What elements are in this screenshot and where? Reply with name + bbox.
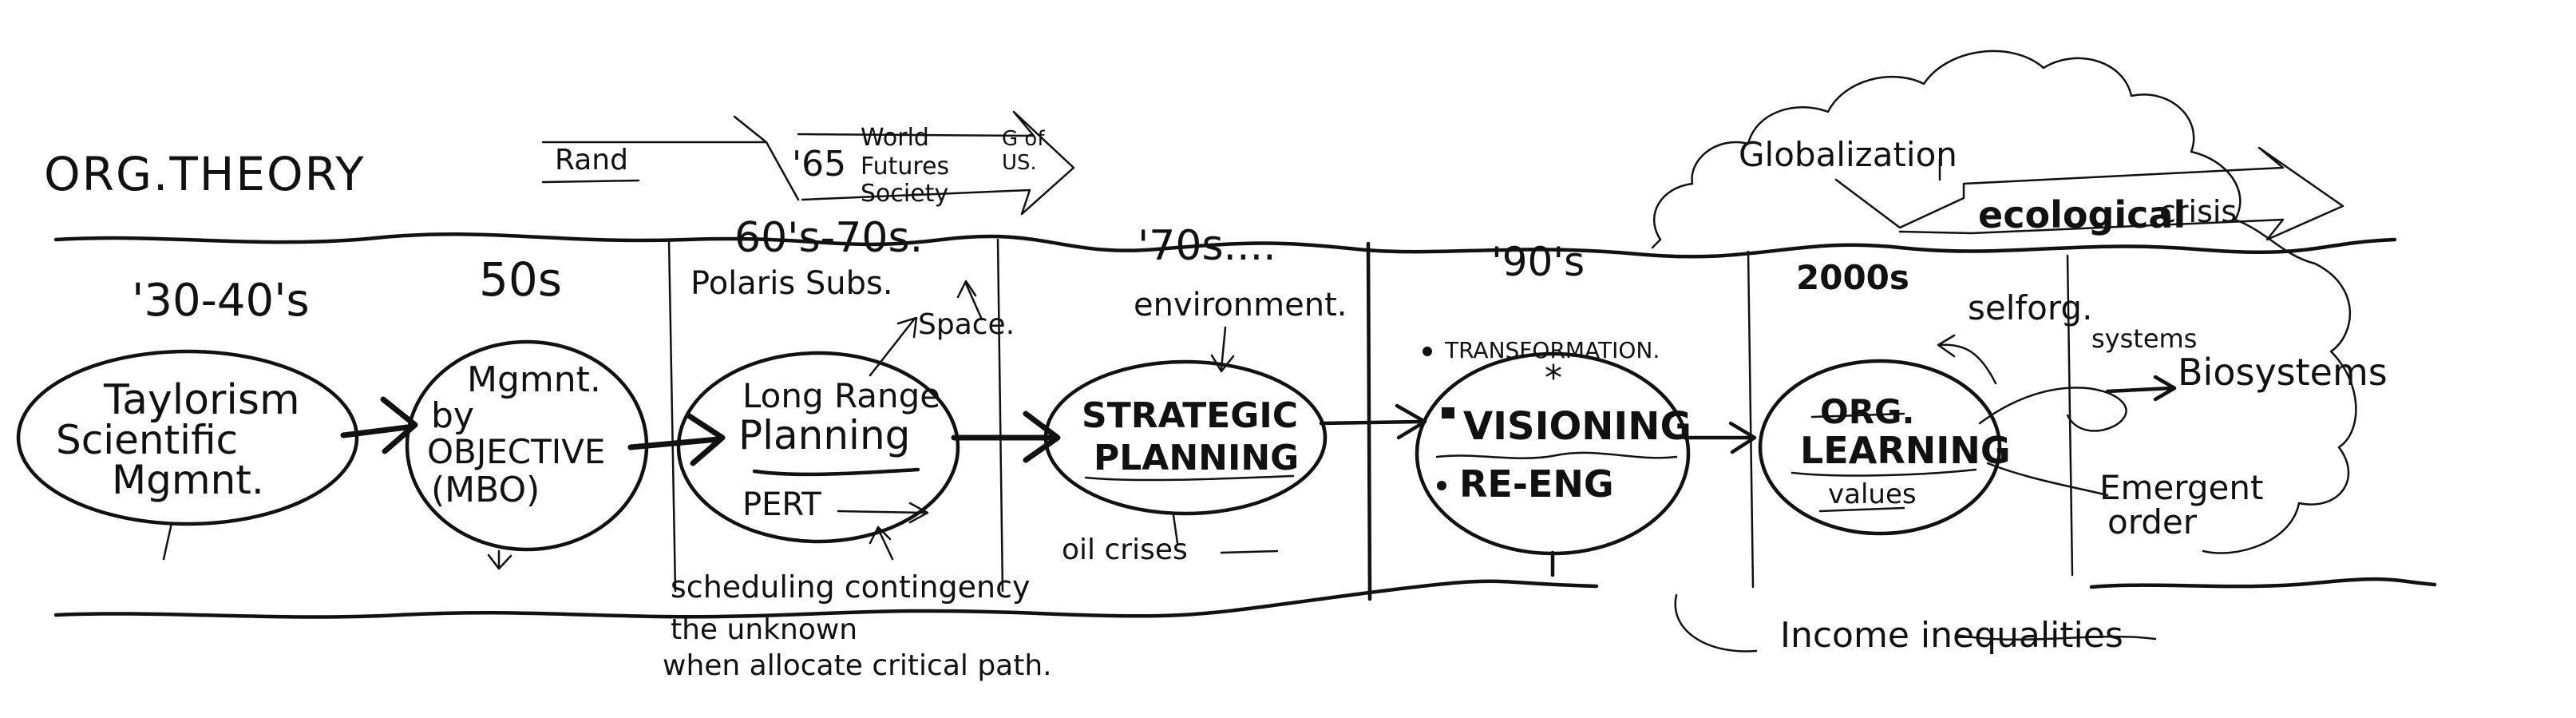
polaris-label: Polaris Subs. (690, 265, 893, 302)
arrow-mbo-to-longrange (627, 412, 726, 466)
era-label-1970s: '70s.... (1138, 222, 1276, 270)
arrow-taylorism-to-mbo (340, 396, 418, 454)
divider-2 (996, 238, 1004, 593)
strategic-underline (1084, 474, 1295, 482)
values-underline (1818, 506, 1905, 513)
divider-4 (1747, 250, 1755, 589)
crisis-arrow-outline (1834, 146, 2345, 241)
emergent-line-1: Emergent (2099, 468, 2263, 507)
selforg-label: selforg. (1968, 288, 2092, 327)
rand-arrow (541, 115, 800, 201)
taylorism-line-2: Scientific (56, 417, 238, 463)
node-strategic (1043, 359, 1328, 516)
cloud-right-edge (2202, 262, 2357, 554)
divider-1 (667, 238, 677, 593)
page-title: ORG.THEORY (44, 147, 366, 201)
longrange-line-1: Long Range (742, 376, 940, 415)
longrange-line-2: Planning (738, 412, 910, 458)
income-brace (1674, 593, 2157, 653)
arrow-longrange-to-strategic (951, 411, 1061, 463)
future-arrow-outline (797, 110, 1075, 216)
mbo-line-1: Mgmnt. (467, 359, 601, 400)
mbo-down-arrow (487, 549, 512, 570)
biosystems-label: Biosystems (2178, 351, 2388, 394)
mbo-line-2: by (431, 395, 474, 436)
crisis-label: crisis (2159, 194, 2237, 229)
scheduling-line-2: the unknown (671, 613, 857, 646)
biosystems-arrow (2105, 375, 2177, 402)
values-label: values (1828, 478, 1917, 510)
year-65-label: '65 (792, 144, 846, 184)
node-taylorism (16, 349, 359, 526)
scheduling-line-3: when allocate critical path. (663, 649, 1052, 682)
emergent-line-2: order (2107, 502, 2198, 541)
wfs-line-2: Futures (861, 153, 949, 180)
taylorism-tail (162, 522, 173, 561)
environment-label: environment. (1134, 287, 1347, 323)
orglearning-line-1: ORG. (1820, 392, 1914, 431)
selforg-arrow (1937, 334, 1997, 385)
node-long-range (676, 351, 960, 544)
polaris-arrow (956, 280, 983, 321)
learning-underline (1791, 468, 1977, 477)
visioning-underline (1435, 451, 1678, 459)
timeline-bottom-rule-right (2089, 577, 2437, 589)
oil-crises-arrow (1172, 514, 1279, 554)
oil-crises-label: oil crises (1062, 534, 1188, 566)
longrange-up-arrow (869, 526, 894, 561)
era-label-1990s: '90's (1491, 239, 1585, 285)
visioning-bullet (1442, 407, 1454, 419)
gofus-line-2: US. (1002, 151, 1037, 175)
wfs-line-1: World (861, 124, 929, 152)
era-label-1960s: 60's-70s. (734, 214, 923, 262)
scheduling-line-1: scheduling contingency (671, 569, 1031, 605)
arrow-strategic-to-visioning (1319, 403, 1427, 440)
orglearning-line-2: LEARNING (1800, 429, 2011, 472)
systems-label: systems (2091, 323, 2197, 354)
strategic-line-1: STRATEGIC (1082, 395, 1298, 436)
wfs-line-3: Society (861, 180, 948, 208)
pert-arrow (837, 502, 929, 524)
taylorism-line-1: Taylorism (103, 376, 300, 424)
mbo-line-4: (MBO) (431, 470, 540, 510)
reeng-bullet (1437, 481, 1446, 490)
era-label-1950s: 50s (479, 252, 562, 307)
transformation-bullet (1423, 347, 1432, 356)
era-label-1930s: '30-40's (132, 275, 310, 327)
emergent-arrow (1986, 462, 2109, 497)
asterisk-icon: * (1545, 358, 1562, 399)
gofus-line-1: G of (1002, 127, 1045, 151)
era-label-2000s: 2000s (1796, 258, 1909, 297)
visioning-label: VISIONING (1463, 404, 1692, 449)
org-strike (1810, 412, 1905, 419)
space-arrow (869, 316, 918, 377)
node-org-learning (1758, 359, 2002, 536)
self-loop (1978, 387, 2127, 432)
globalization-label: Globalization (1739, 135, 1957, 174)
reeng-label: RE-ENG (1459, 462, 1614, 506)
longrange-underline (752, 467, 920, 477)
timeline-bottom-rule (53, 579, 1599, 619)
income-label: Income inequalities (1780, 615, 2123, 656)
transformation-label: TRANSFORMATION. (1444, 337, 1660, 363)
divider-5 (2066, 254, 2074, 577)
arrow-visioning-to-orglearning (1682, 421, 1757, 454)
mbo-line-3: OBJECTIVE (427, 432, 605, 471)
space-label: Space. (918, 308, 1015, 341)
ecological-label: ecological (1978, 193, 2186, 236)
pert-label: PERT (742, 486, 821, 523)
rand-label: Rand (555, 144, 628, 177)
environment-arrow (1210, 326, 1235, 373)
strategic-line-2: PLANNING (1094, 438, 1299, 478)
timeline-top-rule (53, 232, 2397, 259)
taylorism-line-3: Mgmnt. (112, 457, 264, 503)
